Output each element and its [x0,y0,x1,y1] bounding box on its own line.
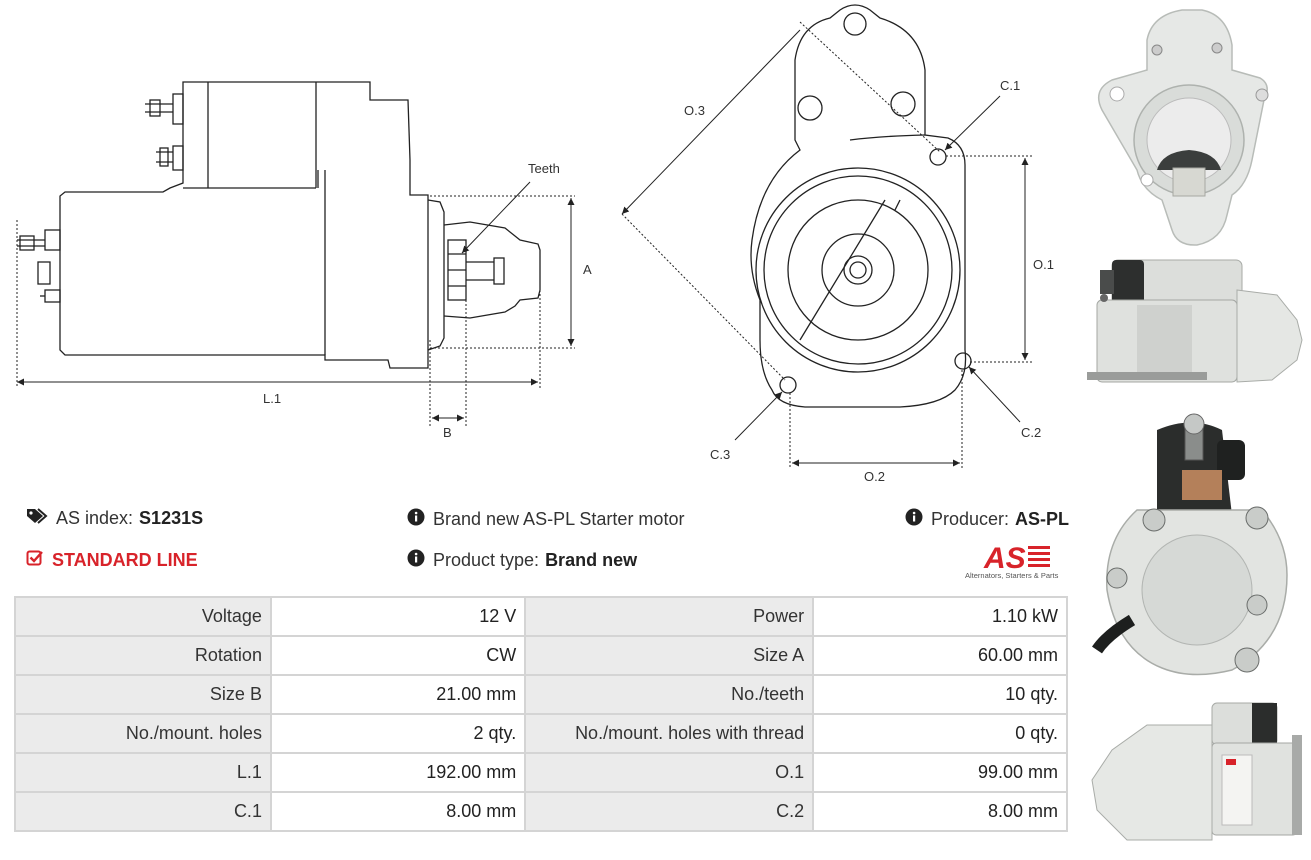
side-view [17,81,541,369]
description-row: Brand new AS-PL Starter motor [407,508,684,531]
standard-line-row: STANDARD LINE [26,549,198,572]
logo-text: AS [983,542,1026,572]
label-teeth: Teeth [528,161,560,176]
table-row: C.1 8.00 mm C.2 8.00 mm [16,793,1066,830]
table-row: Voltage 12 V Power 1.10 kW [16,598,1066,635]
table-row: L.1 192.00 mm O.1 99.00 mm [16,754,1066,791]
label-a: A [583,262,592,277]
info-circle-icon [407,508,425,531]
as-index-label: AS index: [56,508,134,528]
producer-row: Producer: AS-PL [905,508,1069,531]
label-o1: O.1 [1033,257,1054,272]
product-type-row: Product type: Brand new [407,549,637,572]
product-photo-rear[interactable] [1082,410,1311,690]
spec-key: Rotation [16,637,270,674]
spec-value: 60.00 mm [814,637,1066,674]
spec-key: Size B [16,676,270,713]
label-o2: O.2 [864,469,885,484]
info-circle-icon [407,549,425,572]
product-photo-side[interactable] [1082,250,1311,410]
spec-value: 12 V [271,598,525,635]
product-photos [1082,0,1311,860]
dimension-lines [16,21,1032,468]
front-view [750,4,972,408]
spec-key: O.1 [526,754,813,791]
table-row: No./mount. holes 2 qty. No./mount. holes… [16,715,1066,752]
label-o3: O.3 [684,103,705,118]
producer-label: Producer: [931,509,1010,529]
table-row: Rotation CW Size A 60.00 mm [16,637,1066,674]
spec-key: Size A [526,637,813,674]
info-circle-icon [905,508,923,531]
spec-value: 1.10 kW [814,598,1066,635]
technical-drawings: Teeth A B L.1 O.3 C.1 O.1 C.2 C.3 O.2 [0,0,1080,490]
standard-line-label: STANDARD LINE [52,550,198,570]
spec-value: 99.00 mm [814,754,1066,791]
label-c2: C.2 [1021,425,1041,440]
spec-value: 192.00 mm [271,754,525,791]
product-type-label: Product type: [433,550,540,570]
as-index-value: S1231S [139,508,204,528]
check-square-icon [26,549,44,572]
product-photo-front[interactable] [1082,0,1311,250]
spec-key: No./mount. holes with thread [526,715,813,752]
spec-value: 21.00 mm [271,676,525,713]
spec-value: 0 qty. [814,715,1066,752]
logo-tagline: Alternators, Starters & Parts [965,571,1059,580]
table-row: Size B 21.00 mm No./teeth 10 qty. [16,676,1066,713]
spec-value: CW [271,637,525,674]
spec-value: 10 qty. [814,676,1066,713]
as-index-row: AS index: S1231S [26,508,203,529]
producer-value: AS-PL [1015,509,1070,529]
spec-key: C.1 [16,793,270,830]
spec-value: 8.00 mm [814,793,1066,830]
product-photo-side-2[interactable] [1082,695,1311,855]
spec-key: No./teeth [526,676,813,713]
label-c1: C.1 [1000,78,1020,93]
tags-icon [26,508,48,529]
label-b: B [443,425,452,440]
spec-key: Power [526,598,813,635]
description-text: Brand new AS-PL Starter motor [433,509,685,529]
specs-table: Voltage 12 V Power 1.10 kW Rotation CW S… [14,596,1068,832]
label-l1: L.1 [263,391,281,406]
spec-value: 8.00 mm [271,793,525,830]
as-pl-logo: AS Alternators, Starters & Parts [962,540,1070,585]
spec-value: 2 qty. [271,715,525,752]
spec-key: No./mount. holes [16,715,270,752]
product-type-value: Brand new [545,550,638,570]
spec-key: C.2 [526,793,813,830]
spec-key: L.1 [16,754,270,791]
spec-key: Voltage [16,598,270,635]
label-c3: C.3 [710,447,730,462]
technical-drawing-svg: Teeth A B L.1 O.3 C.1 O.1 C.2 C.3 O.2 [16,4,1054,484]
